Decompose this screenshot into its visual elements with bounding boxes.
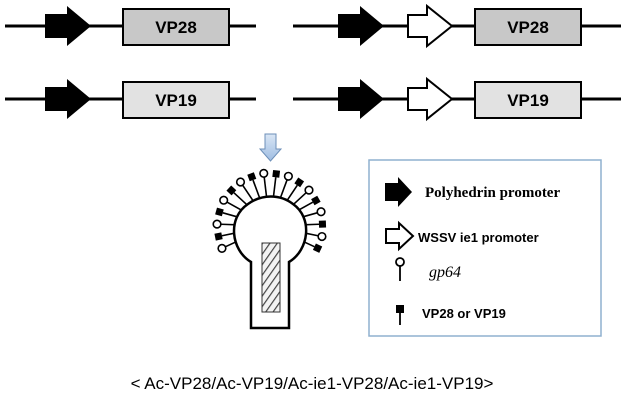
polyhedrin-promoter-arrow-icon (338, 79, 384, 119)
construct-ac-ie1-vp19: VP19 (293, 76, 621, 122)
gp64-spike (235, 177, 254, 202)
vp28-gene-box (122, 8, 230, 46)
vp19-gene-box (474, 81, 582, 119)
polyhedrin-promoter-arrow-icon (338, 6, 384, 46)
vp19-gene-label: VP19 (155, 91, 197, 110)
vp-protein-spike (286, 177, 305, 202)
gp64-spike (259, 168, 269, 197)
vp-protein-spike (226, 185, 249, 207)
nucleocapsid-core (261, 242, 281, 313)
legend-polyhedrin-label: Polyhedrin promoter (425, 185, 560, 201)
legend-polyhedrin-arrow-icon (385, 177, 412, 207)
polyhedrin-promoter-arrow-icon (45, 79, 91, 119)
construct-ac-vp28: VP28 (5, 6, 256, 46)
legend-vp-label: VP28 or VP19 (422, 306, 506, 321)
vp-protein-spike (272, 169, 281, 197)
ie1-promoter-arrow-icon (407, 3, 454, 49)
legend-gp64-label: gp64 (429, 264, 461, 281)
vp19-gene-label: VP19 (507, 91, 549, 110)
legend-ie1-label: WSSV ie1 promoter (418, 230, 539, 245)
vp-protein-spike (247, 172, 261, 199)
vp28-gene-label: VP28 (507, 18, 549, 37)
figure-caption: < Ac-VP28/Ac-VP19/Ac-ie1-VP28/Ac-ie1-VP1… (131, 374, 494, 393)
construct-ac-vp19: VP19 (5, 79, 256, 119)
construct-ac-ie1-vp28: VP28 (293, 3, 621, 49)
legend-box: Polyhedrin promoter WSSV ie1 promoter gp… (368, 159, 602, 337)
vp28-gene-box (474, 8, 582, 46)
legend-ie1-arrow-icon (385, 220, 415, 252)
polyhedrin-promoter-arrow-icon (45, 6, 91, 46)
vp19-gene-box (122, 81, 230, 119)
legend-gp64-icon (395, 257, 405, 281)
down-arrow-icon (258, 133, 283, 162)
vp28-gene-label: VP28 (155, 18, 197, 37)
ie1-promoter-arrow-icon (407, 76, 454, 122)
gp64-spike (279, 171, 293, 199)
baculovirus-virion-illustration (212, 168, 327, 330)
legend-vp-protein-icon (396, 305, 404, 325)
